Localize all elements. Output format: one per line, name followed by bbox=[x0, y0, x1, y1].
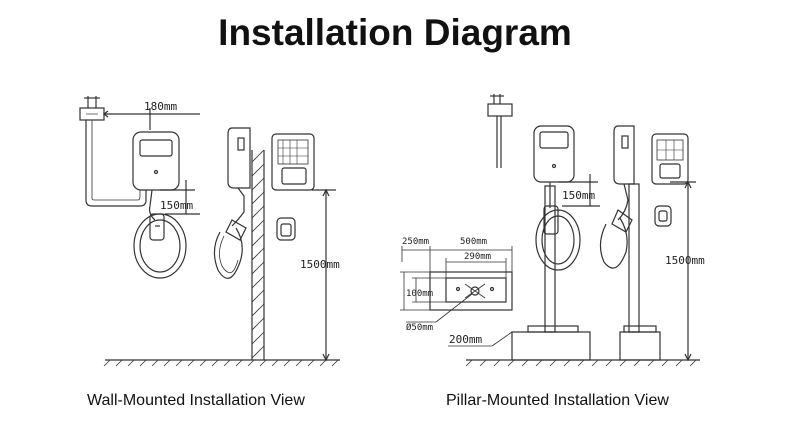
holster-wall bbox=[276, 217, 296, 241]
charger-side-pillar bbox=[613, 125, 635, 221]
charger-front-pillar bbox=[533, 125, 575, 183]
pillar-side bbox=[619, 183, 661, 361]
dimension-150-pillar bbox=[558, 174, 600, 207]
conduit bbox=[85, 120, 147, 207]
cable-front-pillar bbox=[535, 182, 581, 271]
charger-back-view-pillar bbox=[651, 133, 689, 185]
pillar-mounted-view: 150mm bbox=[400, 94, 705, 367]
caption-pillar-mounted: Pillar-Mounted Installation View bbox=[446, 392, 669, 409]
cable-side-wall bbox=[213, 219, 247, 279]
label-500mm: 500mm bbox=[460, 237, 487, 247]
label-150mm-pillar: 150mm bbox=[562, 189, 595, 202]
dimension-180 bbox=[103, 108, 200, 130]
dimension-150-wall bbox=[160, 180, 200, 215]
label-1500mm-pillar: 1500mm bbox=[665, 254, 705, 267]
cable-side-pillar bbox=[599, 209, 633, 269]
label-200mm: 200mm bbox=[449, 333, 482, 346]
base-plate-plan bbox=[429, 271, 513, 311]
dimension-1500-wall bbox=[312, 188, 336, 362]
ground-hatch bbox=[103, 359, 339, 367]
label-180mm: 180mm bbox=[144, 100, 177, 113]
caption-wall-mounted: Wall-Mounted Installation View bbox=[87, 392, 305, 409]
holster-pillar bbox=[654, 205, 672, 227]
wall-mounted-view: 180mm 150mm bbox=[79, 96, 340, 367]
junction-box-pillar bbox=[487, 94, 513, 168]
label-150mm-wall: 150mm bbox=[160, 199, 193, 212]
junction-box bbox=[79, 96, 105, 121]
label-100mm: 100mm bbox=[406, 289, 433, 299]
label-250mm: 250mm bbox=[402, 237, 429, 247]
ground-hatch-pillar bbox=[465, 359, 697, 367]
charger-side-wall bbox=[227, 127, 251, 227]
label-hole-50mm: Ø50mm bbox=[406, 322, 433, 333]
charger-front-wall bbox=[132, 131, 180, 191]
label-290mm: 290mm bbox=[464, 252, 491, 262]
wall bbox=[251, 149, 265, 360]
label-1500mm-wall: 1500mm bbox=[300, 258, 340, 271]
dimension-1500-pillar bbox=[670, 180, 696, 362]
diagram-title: Installation Diagram bbox=[218, 12, 572, 53]
charger-back-view bbox=[271, 133, 315, 191]
base-dimensions bbox=[400, 246, 513, 347]
cable-front-wall bbox=[133, 189, 187, 279]
